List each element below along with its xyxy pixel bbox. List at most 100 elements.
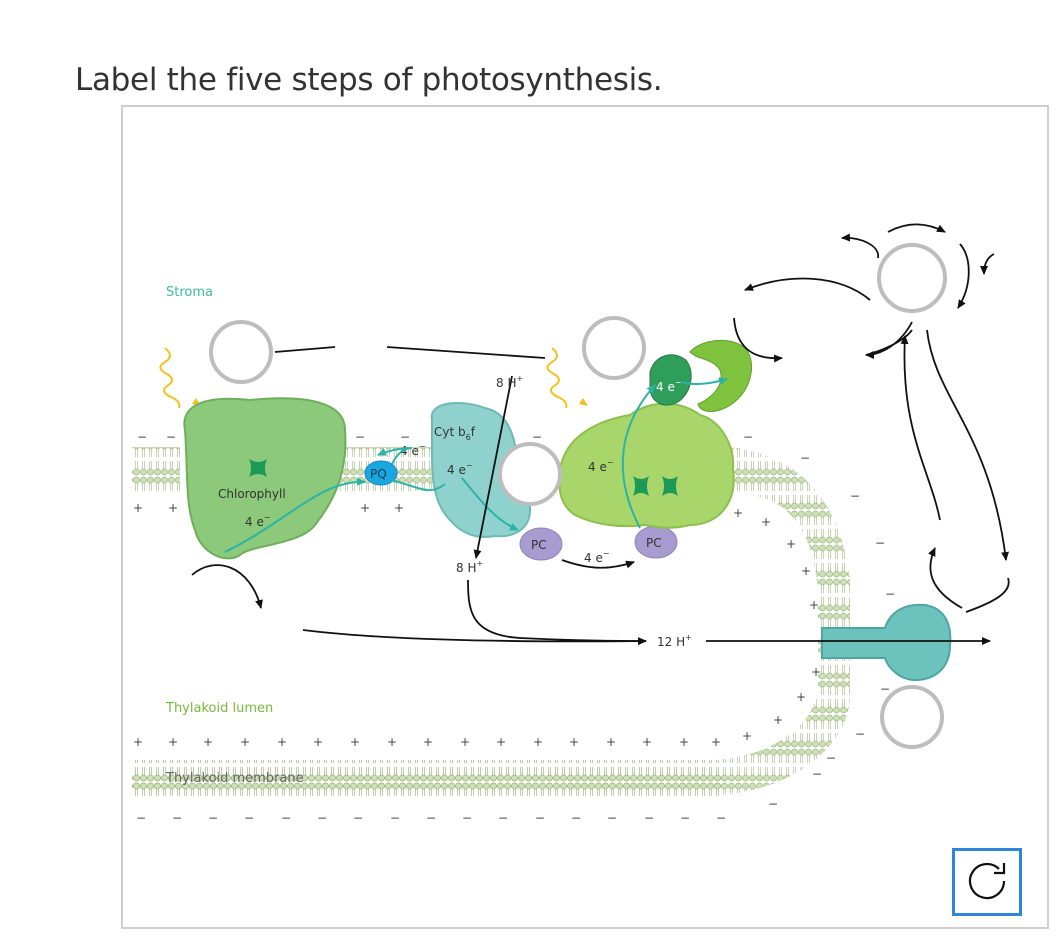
svg-text:−: − <box>281 811 291 825</box>
svg-text:+: + <box>350 735 360 749</box>
drop-target-circle[interactable] <box>877 243 947 313</box>
e-pc-label: 4 e− <box>584 549 610 565</box>
question-title: Label the five steps of photosynthesis. <box>75 62 663 98</box>
svg-text:−: − <box>136 811 146 825</box>
svg-text:−: − <box>885 587 895 601</box>
chlorophyll-label: Chlorophyll <box>218 487 286 501</box>
svg-text:−: − <box>498 811 508 825</box>
svg-text:−: − <box>850 489 860 503</box>
svg-text:−: − <box>875 536 885 550</box>
svg-text:+: + <box>742 729 752 743</box>
svg-text:+: + <box>277 735 287 749</box>
pq-label: PQ <box>370 467 387 481</box>
svg-text:−: − <box>353 811 363 825</box>
svg-text:+: + <box>313 735 323 749</box>
drop-target-circle[interactable] <box>209 320 273 384</box>
svg-text:+: + <box>533 735 543 749</box>
svg-text:−: − <box>535 811 545 825</box>
svg-text:−: − <box>532 430 542 444</box>
chlorophyll-icon <box>662 476 678 496</box>
svg-text:−: − <box>680 811 690 825</box>
svg-text:+: + <box>773 713 783 727</box>
photosystem-ii <box>183 397 347 560</box>
svg-text:+: + <box>733 506 743 520</box>
reset-button[interactable] <box>952 848 1022 916</box>
svg-text:−: − <box>355 430 365 444</box>
h8-bottom-label: 8 H+ <box>456 559 483 575</box>
photosystem-i <box>558 402 735 529</box>
svg-text:+: + <box>679 735 689 749</box>
light-ray-icon <box>546 347 568 409</box>
svg-text:−: − <box>426 811 436 825</box>
svg-text:−: − <box>462 811 472 825</box>
drop-target-circle[interactable] <box>498 442 562 506</box>
svg-text:+: + <box>811 665 821 679</box>
svg-text:−: − <box>644 811 654 825</box>
light-ray-icon <box>159 347 181 409</box>
svg-text:−: − <box>137 430 147 444</box>
thylakoid-membrane-label: Thylakoid membrane <box>165 771 304 786</box>
svg-text:+: + <box>786 537 796 551</box>
atp-synthase <box>821 603 952 682</box>
svg-text:+: + <box>423 735 433 749</box>
svg-text:−: − <box>855 727 865 741</box>
svg-text:−: − <box>743 430 753 444</box>
svg-text:−: − <box>826 751 836 765</box>
stroma-label: Stroma <box>166 285 213 300</box>
drop-targets <box>209 243 947 749</box>
pc2-label: PC <box>646 536 662 550</box>
svg-text:+: + <box>133 501 143 515</box>
pc-carrier <box>519 527 563 561</box>
svg-text:−: − <box>812 767 822 781</box>
pq-carrier <box>364 460 398 486</box>
drop-target-circle[interactable] <box>880 685 944 749</box>
cyt-label: Cyt b6f <box>434 425 476 442</box>
svg-text:+: + <box>203 735 213 749</box>
svg-text:−: − <box>880 682 890 696</box>
svg-text:+: + <box>711 735 721 749</box>
svg-text:−: − <box>400 430 410 444</box>
svg-text:−: − <box>172 811 182 825</box>
e-ps2-label: 4 e− <box>245 513 271 529</box>
svg-text:−: − <box>166 430 176 444</box>
svg-text:+: + <box>796 690 806 704</box>
svg-text:+: + <box>801 564 811 578</box>
svg-text:+: + <box>809 598 819 612</box>
svg-text:+: + <box>460 735 470 749</box>
svg-text:−: − <box>571 811 581 825</box>
svg-text:−: − <box>317 811 327 825</box>
svg-text:+: + <box>133 735 143 749</box>
refresh-icon <box>968 862 1006 900</box>
h12-label: 12 H+ <box>657 633 692 649</box>
membrane-charges: −−−− ++++ −+ −−−−− +++++++++ −−−−− +++++… <box>133 430 895 825</box>
svg-text:+: + <box>394 501 404 515</box>
cytochrome-b6f <box>430 402 532 538</box>
chlorophyll-icon <box>249 459 267 477</box>
svg-text:+: + <box>496 735 506 749</box>
membrane-lower-band <box>132 760 722 796</box>
svg-text:+: + <box>387 735 397 749</box>
svg-text:+: + <box>168 735 178 749</box>
drop-target-circle[interactable] <box>582 316 646 380</box>
svg-text:+: + <box>240 735 250 749</box>
svg-text:+: + <box>761 515 771 529</box>
h8-top-label: 8 H+ <box>496 374 523 390</box>
svg-text:+: + <box>569 735 579 749</box>
svg-text:+: + <box>360 501 370 515</box>
svg-text:+: + <box>642 735 652 749</box>
thylakoid-lumen-label: Thylakoid lumen <box>165 701 273 716</box>
svg-text:−: − <box>768 797 778 811</box>
flow-arrows <box>191 223 1010 646</box>
svg-text:−: − <box>607 811 617 825</box>
svg-text:−: − <box>800 451 810 465</box>
svg-text:+: + <box>168 501 178 515</box>
svg-text:+: + <box>606 735 616 749</box>
fnr-enzyme <box>689 339 753 412</box>
pc1-label: PC <box>531 538 547 552</box>
svg-text:−: − <box>716 811 726 825</box>
svg-text:−: − <box>208 811 218 825</box>
svg-text:−: − <box>390 811 400 825</box>
chlorophyll-icon <box>633 476 649 496</box>
e-fd-label: 4 e− <box>656 378 682 394</box>
